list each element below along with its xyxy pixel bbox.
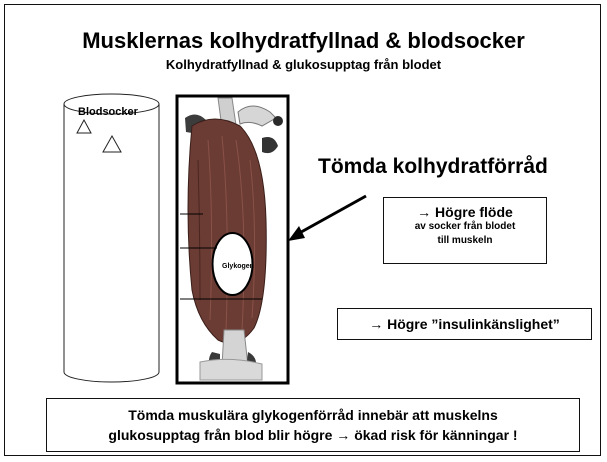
higher-flow-line2: av socker från blodet	[384, 220, 546, 234]
blood-sugar-label: Blodsocker	[78, 106, 138, 118]
summary-line1: Tömda muskulära glykogenförråd innebär a…	[47, 405, 579, 425]
glucose-triangle-1	[77, 120, 91, 133]
depletion-arrow	[288, 196, 366, 241]
summary-box: Tömda muskulära glykogenförråd innebär a…	[46, 398, 580, 452]
glucose-triangle-2	[103, 136, 121, 152]
summary-line2: glukosupptag från blod blir högre → ökad…	[47, 425, 579, 445]
glycogen-label: Glykogen	[216, 263, 260, 270]
higher-flow-line1: → Högre flöde	[384, 204, 546, 220]
depleted-stores-heading: Tömda kolhydratförråd	[318, 155, 548, 179]
higher-flow-box: → Högre flöde av socker från blodet till…	[383, 197, 547, 264]
higher-flow-line3: till muskeln	[384, 234, 546, 248]
insulin-sensitivity-box: → Högre ”insulinkänslighet”	[337, 308, 592, 340]
